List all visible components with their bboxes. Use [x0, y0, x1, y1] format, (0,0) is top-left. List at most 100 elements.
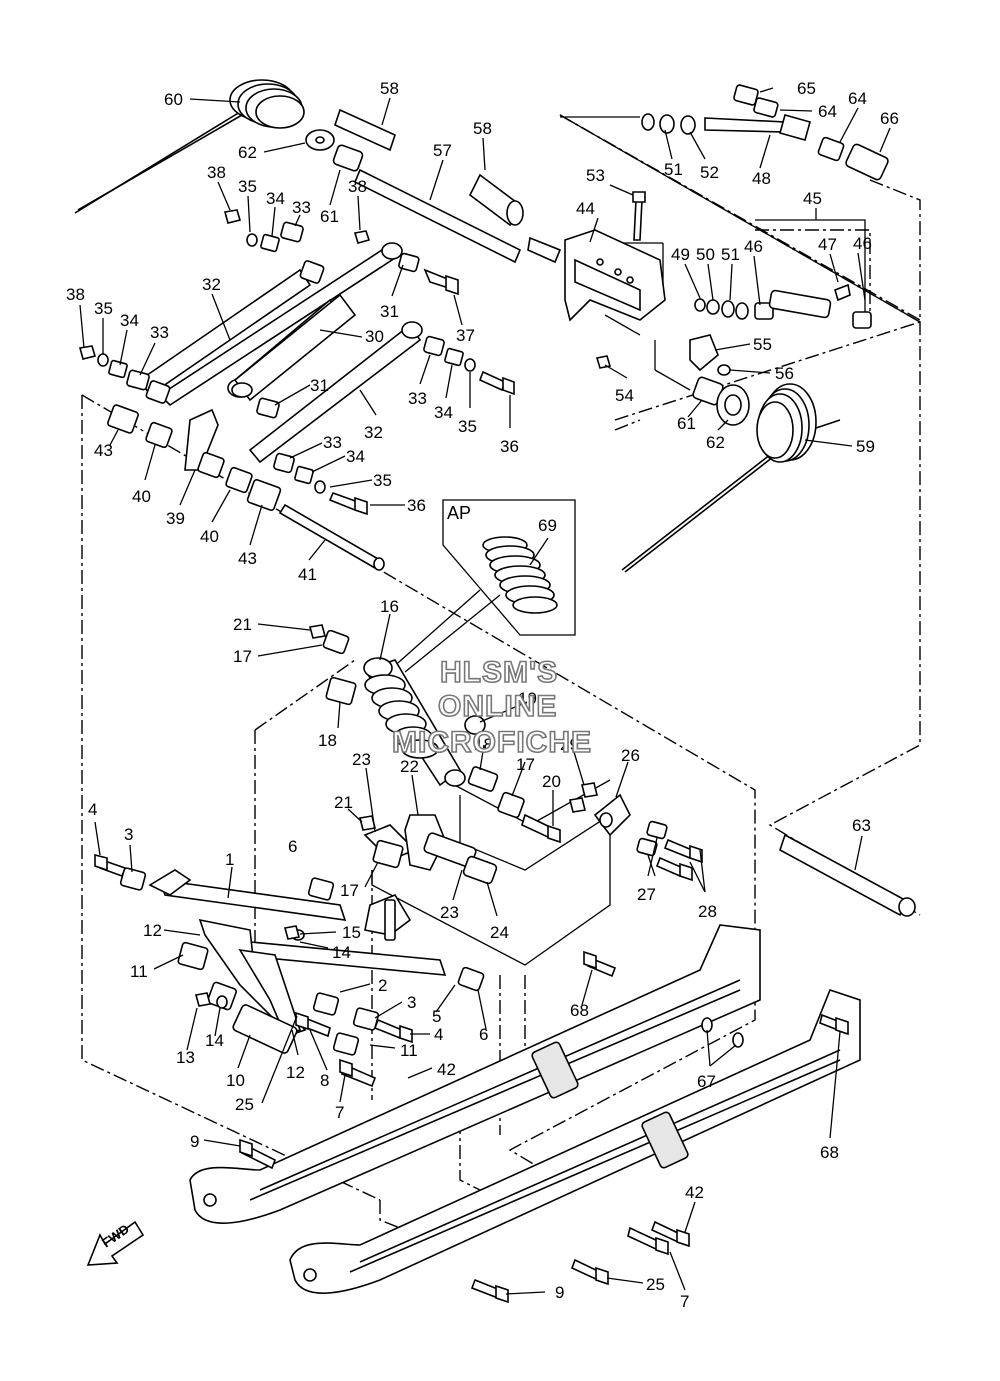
shock-absorber-30 [231, 293, 357, 402]
callout-59: 59 [856, 437, 875, 456]
callout-41: 41 [298, 565, 317, 584]
callout-7: 7 [680, 1292, 689, 1311]
callout-37: 37 [456, 326, 475, 345]
callout-54: 54 [615, 386, 634, 405]
callout-12: 12 [143, 921, 162, 940]
callout-57: 57 [433, 141, 452, 160]
callout-25: 25 [235, 1095, 254, 1114]
callout-35: 35 [94, 299, 113, 318]
callout-39: 39 [166, 509, 185, 528]
callout-33: 33 [408, 389, 427, 408]
slide-rail-right [289, 989, 861, 1294]
callout-17: 17 [516, 755, 535, 774]
fwd-direction-arrow: FWD [86, 1220, 145, 1266]
callout-68: 68 [820, 1143, 839, 1162]
callout-50: 50 [696, 245, 715, 264]
callout-33: 33 [323, 433, 342, 452]
callout-38: 38 [348, 177, 367, 196]
slide-rail-left [189, 924, 761, 1224]
callout-40: 40 [200, 527, 219, 546]
inset-ap-box: AP [389, 499, 576, 673]
callout-34: 34 [266, 189, 285, 208]
callout-21: 21 [334, 793, 353, 812]
callout-18: 18 [474, 735, 493, 754]
callout-23: 23 [352, 750, 371, 769]
callout-35: 35 [458, 417, 477, 436]
callout-13: 13 [176, 1048, 195, 1067]
callout-9: 9 [555, 1283, 564, 1302]
callout-68: 68 [570, 1001, 589, 1020]
callout-6: 6 [288, 837, 297, 856]
callout-66: 66 [880, 109, 899, 128]
callout-31: 31 [310, 376, 329, 395]
callout-27: 27 [637, 885, 656, 904]
callout-16: 16 [380, 597, 399, 616]
hardware-set [78, 84, 889, 516]
callout-65: 65 [797, 79, 816, 98]
torsion-spring-right [756, 383, 817, 463]
inset-label: AP [447, 503, 471, 523]
callout-30: 30 [365, 327, 384, 346]
callout-26: 26 [621, 746, 640, 765]
callout-58: 58 [473, 119, 492, 138]
callout-64: 64 [848, 89, 867, 108]
callout-51: 51 [721, 245, 740, 264]
callout-18: 18 [318, 731, 337, 750]
callout-67: 67 [697, 1072, 716, 1091]
watermark-line-2: ONLINE [438, 690, 557, 723]
callout-4: 4 [434, 1025, 443, 1044]
callout-12: 12 [286, 1063, 305, 1082]
center-shock-16 [308, 624, 561, 844]
callout-11: 11 [130, 962, 148, 981]
callout-5: 5 [432, 1007, 441, 1026]
watermark-line-1: HLSM'S [440, 656, 558, 689]
callout-34: 34 [346, 447, 365, 466]
callout-69: 69 [538, 516, 557, 535]
callout-3: 3 [124, 825, 133, 844]
callout-62: 62 [706, 433, 725, 452]
callout-14: 14 [332, 943, 351, 962]
callout-10: 10 [226, 1071, 245, 1090]
callout-9: 9 [190, 1132, 199, 1151]
callout-32: 32 [364, 423, 383, 442]
callout-44: 44 [576, 199, 595, 218]
callout-51: 51 [664, 160, 683, 179]
callout-11: 11 [400, 1041, 418, 1060]
callout-38: 38 [66, 285, 85, 304]
callout-52: 52 [700, 163, 719, 182]
callout-1: 1 [225, 850, 234, 869]
callout-28: 28 [698, 902, 717, 921]
spare-spring-69 [482, 536, 558, 614]
callout-48: 48 [752, 169, 771, 188]
callout-63: 63 [852, 816, 871, 835]
callout-17: 17 [340, 881, 359, 900]
callout-7: 7 [335, 1103, 344, 1122]
callout-8: 8 [320, 1071, 329, 1090]
callout-35: 35 [238, 177, 257, 196]
callout-4: 4 [88, 800, 97, 819]
callout-21: 21 [233, 615, 252, 634]
callout-19: 19 [518, 689, 537, 708]
callout-22: 22 [400, 757, 419, 776]
callout-23: 23 [440, 903, 459, 922]
callout-61: 61 [320, 207, 339, 226]
torsion-spring-left [229, 79, 305, 129]
reference-lines [371, 114, 921, 966]
callout-61: 61 [677, 414, 696, 433]
callout-60: 60 [164, 90, 183, 109]
callout-20: 20 [542, 772, 561, 791]
callout-56: 56 [775, 364, 794, 383]
callout-14: 14 [205, 1031, 224, 1050]
callout-leaders [79, 87, 891, 1295]
callout-6: 6 [479, 1025, 488, 1044]
callout-36: 36 [500, 437, 519, 456]
callout-47: 47 [818, 235, 837, 254]
callout-49: 49 [671, 245, 690, 264]
callout-15: 15 [342, 923, 361, 942]
lower-mount-cluster [359, 814, 498, 885]
callout-64: 64 [818, 102, 837, 121]
link-bracket-26 [569, 782, 703, 882]
callout-34: 34 [434, 403, 453, 422]
callout-34: 34 [120, 311, 139, 330]
